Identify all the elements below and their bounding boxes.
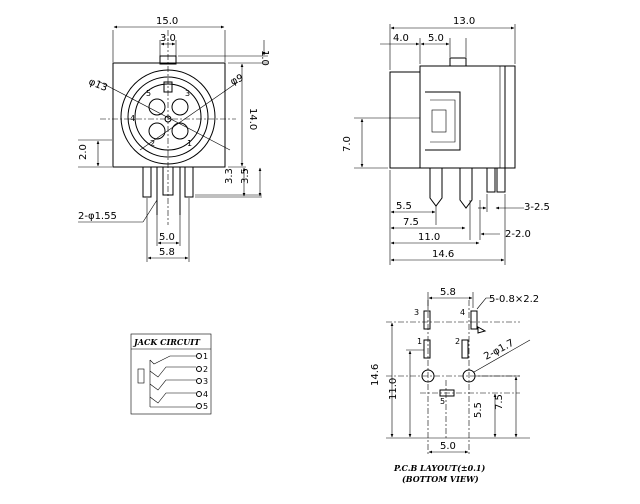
- dim-side-c: 5.5: [396, 201, 412, 212]
- side-shell-front: [389, 71, 421, 169]
- dim-side-total: 13.0: [453, 16, 475, 27]
- side-leg-2: [459, 168, 473, 209]
- pin-hole-2: [148, 122, 166, 140]
- pcb-caption: P.C.B LAYOUT(±0.1): [393, 463, 485, 473]
- front-leg-center: [162, 166, 174, 196]
- dim-side-b: 5.0: [428, 33, 444, 44]
- jack-pin-1: 1: [203, 352, 208, 361]
- front-view: 5 3 2 1 4 φ13 φ9 15.0 3.0 1.0 14.0: [78, 16, 270, 262]
- side-leg-1: [429, 168, 443, 207]
- pin-label-4: 4: [130, 114, 135, 123]
- dim-height: 14.0: [247, 108, 258, 130]
- pin-label-5: 5: [146, 89, 151, 98]
- dim-inner-diameter: φ9: [229, 73, 245, 88]
- side-leg-3: [486, 167, 496, 193]
- pad-label-1: 1: [417, 337, 422, 346]
- dim-top: 1.0: [259, 50, 270, 66]
- dim-side-h: 2-2.0: [505, 229, 531, 240]
- pin-label-3: 3: [185, 89, 190, 98]
- jack-circuit: JACK CIRCUIT 1 2 3 4 5: [130, 333, 212, 415]
- side-leg-4: [496, 167, 506, 193]
- jack-pin-3: 3: [203, 377, 208, 386]
- pad-label-2: 2: [455, 337, 460, 346]
- pad-slot-4: [470, 310, 478, 330]
- dim-pcb-slots: 5-0.8×2.2: [489, 294, 539, 305]
- pin-label-1: 1: [187, 139, 192, 148]
- jack-pin-2: 2: [203, 365, 208, 374]
- dim-pcb-mid: 11.0: [388, 378, 399, 400]
- dim-pin-offset-1: 3.3: [224, 168, 235, 184]
- dim-side-g: 3-2.5: [524, 202, 550, 213]
- pin-hole-1: [171, 122, 189, 140]
- dim-left: 2.0: [78, 144, 89, 160]
- dim-pitch-2: 5.8: [159, 247, 175, 258]
- jack-circuit-frame: [130, 333, 212, 415]
- jack-pin-5: 5: [203, 402, 208, 411]
- dim-width: 15.0: [156, 16, 178, 27]
- dim-side-f: 14.6: [432, 249, 454, 260]
- pad-label-3: 3: [414, 308, 419, 317]
- side-body: [419, 65, 516, 169]
- pin-hole-5: [148, 98, 166, 116]
- pin-label-2: 2: [150, 139, 155, 148]
- dim-pcb-height: 14.6: [370, 364, 381, 386]
- pin-hole-3: [171, 98, 189, 116]
- dim-side-e: 11.0: [418, 232, 440, 243]
- front-leg-right: [184, 166, 194, 198]
- pad-slot-3: [423, 310, 431, 330]
- jack-contact: [137, 368, 145, 384]
- pad-label-5: 5: [440, 397, 445, 406]
- dim-pcb-holes: 2-φ1.7: [482, 338, 516, 363]
- pad-slot-1: [423, 339, 431, 359]
- jack-pin-4: 4: [203, 390, 208, 399]
- front-leg-left: [142, 166, 152, 198]
- dim-key: 3.0: [160, 33, 176, 44]
- dim-outer-diameter: φ13: [87, 77, 109, 94]
- dim-side-height: 7.0: [342, 136, 353, 152]
- dim-pitch-1: 5.0: [159, 232, 175, 243]
- pad-label-4: 4: [460, 308, 465, 317]
- dim-side-a: 4.0: [393, 33, 409, 44]
- pad-slot-2: [461, 339, 469, 359]
- dim-holes: 2-φ1.55: [78, 211, 117, 222]
- dim-side-d: 7.5: [403, 217, 419, 228]
- dim-pcb-r1: 5.5: [473, 402, 484, 418]
- side-view: 13.0 4.0 5.0 7.0 5.5 7.5 11.0 14.6 3-2.5: [342, 16, 550, 265]
- outer-ring-inner: [127, 76, 209, 158]
- jack-circuit-title: JACK CIRCUIT: [132, 337, 201, 347]
- dim-pcb-bottom: 5.0: [440, 441, 456, 452]
- pcb-layout: 3 4 1 2 5 5.8 5-0.8×2.2 2-φ1.7 14.6 11.0…: [370, 287, 539, 484]
- dim-pcb-r2: 7.5: [494, 394, 505, 410]
- dim-pin-offset-2: 3.5: [240, 168, 251, 184]
- side-key-tab: [449, 57, 467, 67]
- pcb-caption-view: (BOTTOM VIEW): [402, 474, 479, 484]
- dim-pcb-top: 5.8: [440, 287, 456, 298]
